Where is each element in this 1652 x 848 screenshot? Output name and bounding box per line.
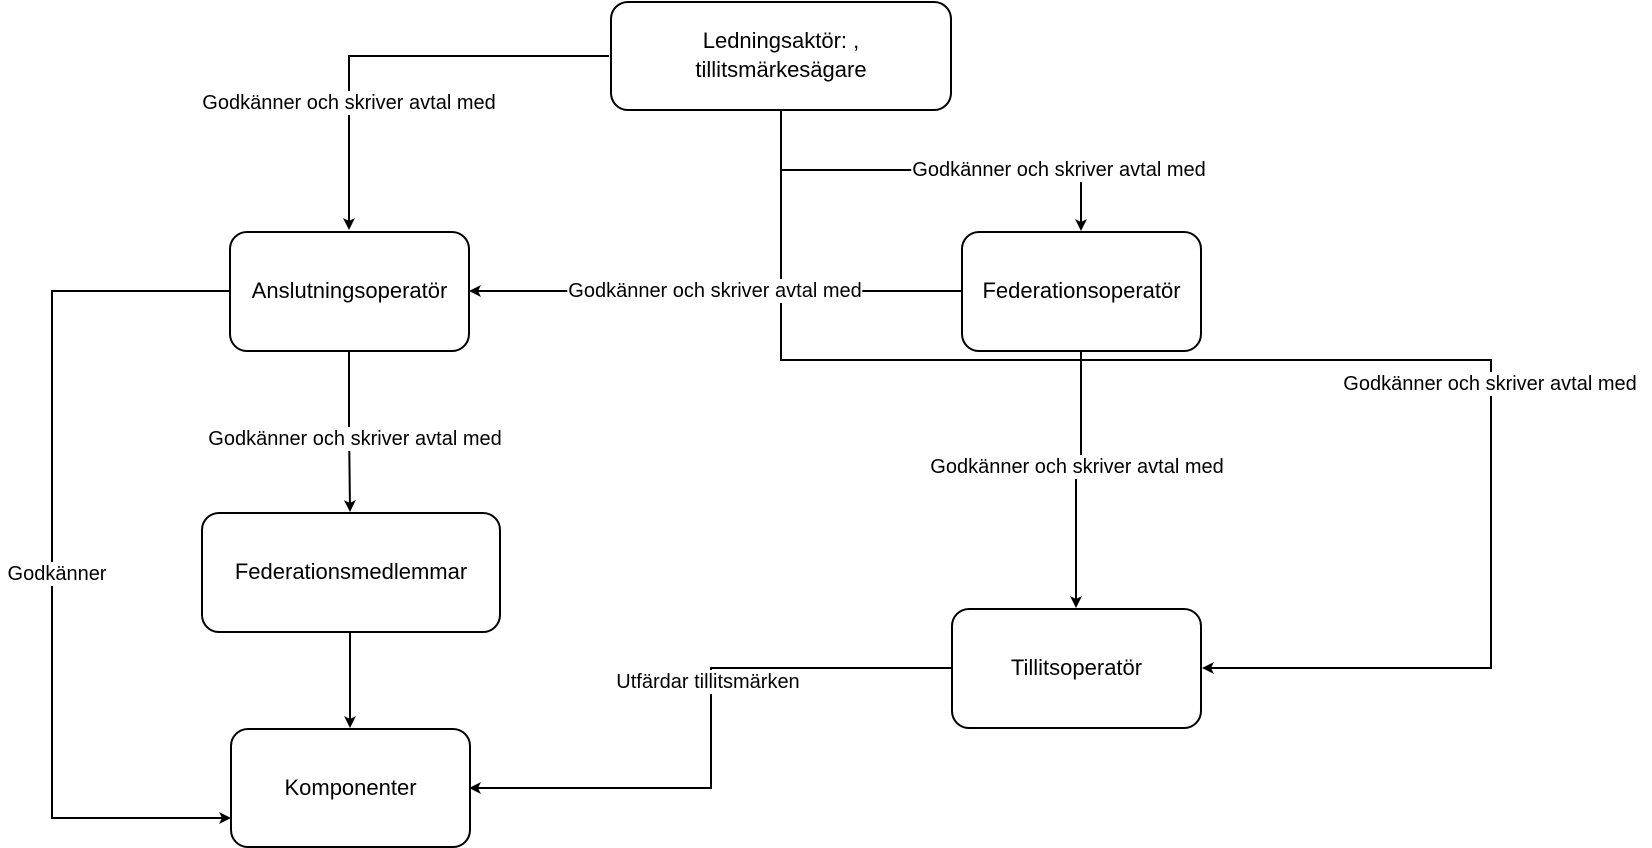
edge-anslutning-to-medlemmar <box>343 352 356 512</box>
node-komponenter: Komponenter <box>230 728 471 848</box>
node-federationsmedlemmar: Federationsmedlemmar <box>201 512 501 633</box>
node-federationsmedlemmar-label: Federationsmedlemmar <box>234 559 468 585</box>
edge-label-anslutning-to-komponenter: Godkänner <box>6 562 108 586</box>
node-ledningsaktor-line1: Ledningsaktör: , <box>702 28 860 54</box>
edge-label-ledning-to-tillit: Godkänner och skriver avtal med <box>1342 372 1638 396</box>
edge-label-ledning-to-federation: Godkänner och skriver avtal med <box>911 158 1207 182</box>
node-tillitsoperator-label: Tillitsoperatör <box>1010 655 1143 681</box>
edge-tillit-to-komponenter <box>469 667 951 794</box>
node-anslutningsoperator-label: Anslutningsoperatör <box>251 278 448 304</box>
edge-label-federation-to-anslutning: Godkänner och skriver avtal med <box>567 279 863 303</box>
edge-label-tillit-to-komponenter: Utfärdar tillitsmärken <box>615 670 801 694</box>
node-federationsoperator: Federationsoperatör <box>961 231 1202 352</box>
edge-label-anslutning-to-medlemmar: Godkänner och skriver avtal med <box>207 427 503 451</box>
edge-anslutning-to-komponenter <box>51 290 231 824</box>
node-ledningsaktor-line2: tillitsmärkesägare <box>695 57 867 82</box>
edge-label-federation-to-tillit: Godkänner och skriver avtal med <box>929 455 1225 479</box>
node-anslutningsoperator: Anslutningsoperatör <box>229 231 470 352</box>
edge-ledning-to-anslutning <box>343 55 609 230</box>
node-tillitsoperator: Tillitsoperatör <box>951 608 1202 729</box>
edge-label-ledning-to-anslutning: Godkänner och skriver avtal med <box>201 91 497 115</box>
node-federationsoperator-label: Federationsoperatör <box>982 278 1181 304</box>
node-ledningsaktor: Ledningsaktör: , tillitsmärkesägare <box>610 1 952 111</box>
edge-federation-to-tillit <box>1070 352 1082 608</box>
node-komponenter-label: Komponenter <box>284 774 417 800</box>
